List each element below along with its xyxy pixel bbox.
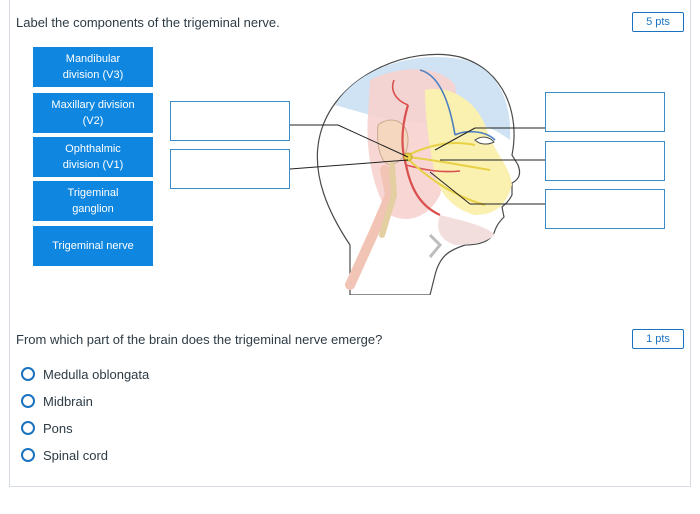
option-midbrain[interactable]: Midbrain <box>21 392 93 410</box>
eye <box>474 136 495 145</box>
radio-icon[interactable] <box>21 367 35 381</box>
chevron-mark <box>428 233 443 258</box>
option-pons[interactable]: Pons <box>21 419 73 437</box>
option-spinal-cord[interactable]: Spinal cord <box>21 446 108 464</box>
radio-icon[interactable] <box>21 394 35 408</box>
artery-branch-2 <box>405 164 461 173</box>
artery-branch-1 <box>391 79 409 106</box>
label-tile-maxillary[interactable]: Maxillary division(V2) <box>33 93 153 133</box>
option-medulla-oblongata[interactable]: Medulla oblongata <box>21 365 149 383</box>
neck-vessel <box>345 165 396 290</box>
question-1-prompt: Label the components of the trigeminal n… <box>16 15 280 30</box>
quiz-frame <box>9 0 691 487</box>
trigeminal-head-diagram <box>316 53 521 295</box>
drop-zone-right-3[interactable] <box>545 189 665 229</box>
spine <box>379 162 398 238</box>
maxillary-nerve <box>407 156 491 171</box>
drop-zone-left-2[interactable] <box>170 149 290 189</box>
radio-icon[interactable] <box>21 421 35 435</box>
drop-zone-left-1[interactable] <box>170 101 290 141</box>
drop-zone-right-1[interactable] <box>545 92 665 132</box>
question-2-prompt: From which part of the brain does the tr… <box>16 332 383 347</box>
trigeminal-ganglion-mark <box>403 152 413 162</box>
label-tile-trigeminal-nerve[interactable]: Trigeminal nerve <box>33 226 153 266</box>
question-1-points: 5 pts <box>632 12 684 32</box>
question-2-points: 1 pts <box>632 329 684 349</box>
radio-icon[interactable] <box>21 448 35 462</box>
vein-branch-1 <box>419 69 456 136</box>
jaw-region <box>438 215 495 245</box>
drop-zone-right-2[interactable] <box>545 141 665 181</box>
